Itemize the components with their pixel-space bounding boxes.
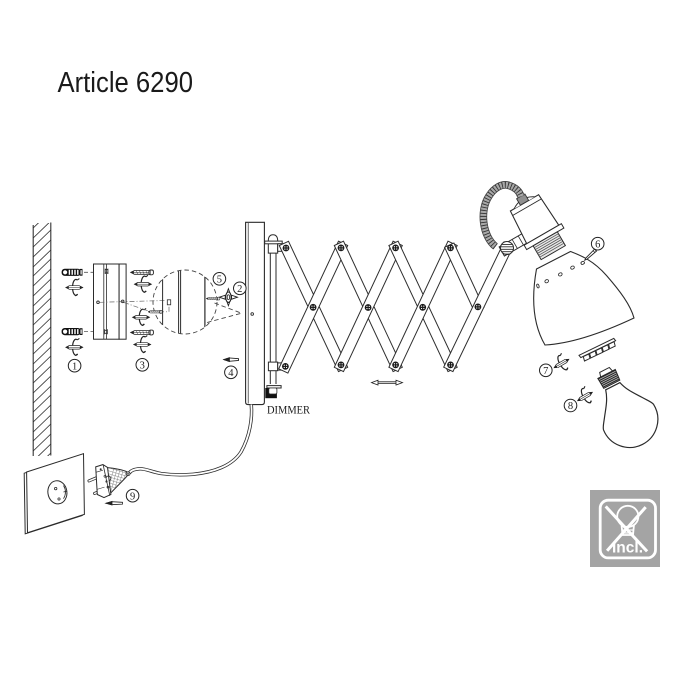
- svg-text:1: 1: [72, 361, 77, 372]
- svg-text:9: 9: [130, 491, 135, 502]
- svg-text:8: 8: [568, 401, 573, 412]
- svg-text:2: 2: [237, 284, 242, 295]
- svg-text:Incl.: Incl.: [612, 540, 643, 557]
- svg-text:3: 3: [140, 361, 145, 372]
- svg-text:DIMMER: DIMMER: [267, 405, 310, 417]
- svg-text:6: 6: [595, 239, 600, 250]
- svg-text:7: 7: [543, 366, 548, 377]
- svg-text:5: 5: [217, 275, 222, 286]
- svg-text:Article 6290: Article 6290: [58, 67, 194, 99]
- svg-text:4: 4: [228, 368, 234, 379]
